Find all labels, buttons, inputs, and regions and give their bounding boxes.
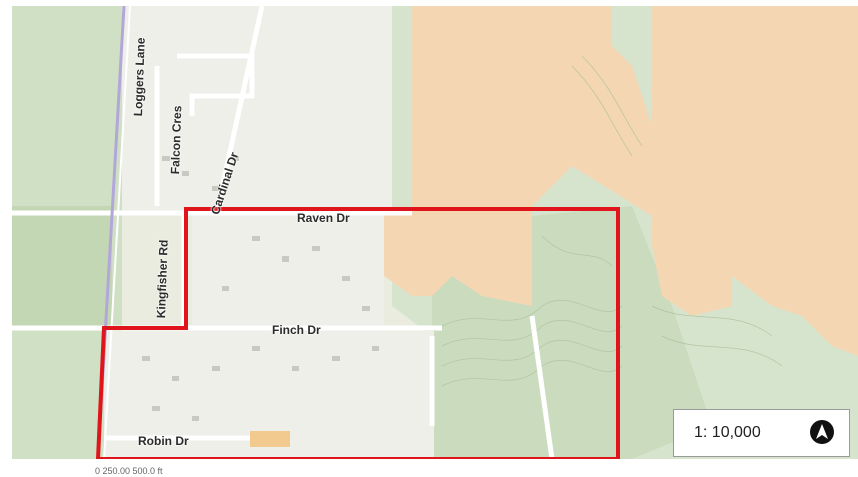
map-canvas[interactable]: Loggers Lane Falcon Cres Cardinal Dr Rav… <box>12 6 858 459</box>
scale-bar-label: 0 250.00 500.0 ft <box>95 466 163 476</box>
street-label-kingfisher-rd: Kingfisher Rd <box>154 239 171 319</box>
scale-ratio: 1: 10,000 <box>694 424 761 441</box>
street-label-raven-dr: Raven Dr <box>297 211 350 225</box>
north-arrow-icon <box>810 420 834 444</box>
street-label-finch-dr: Finch Dr <box>272 323 321 337</box>
bottom-strip <box>12 459 858 477</box>
parcel-area <box>412 6 692 226</box>
street-label-robin-dr: Robin Dr <box>138 434 189 448</box>
street-label-falcon-cres: Falcon Cres <box>168 105 185 175</box>
scale-panel: 1: 10,000 <box>673 409 850 457</box>
street-label-loggers-lane: Loggers Lane <box>131 37 148 117</box>
study-area-boundary <box>95 207 620 459</box>
map-basemap <box>12 6 858 459</box>
